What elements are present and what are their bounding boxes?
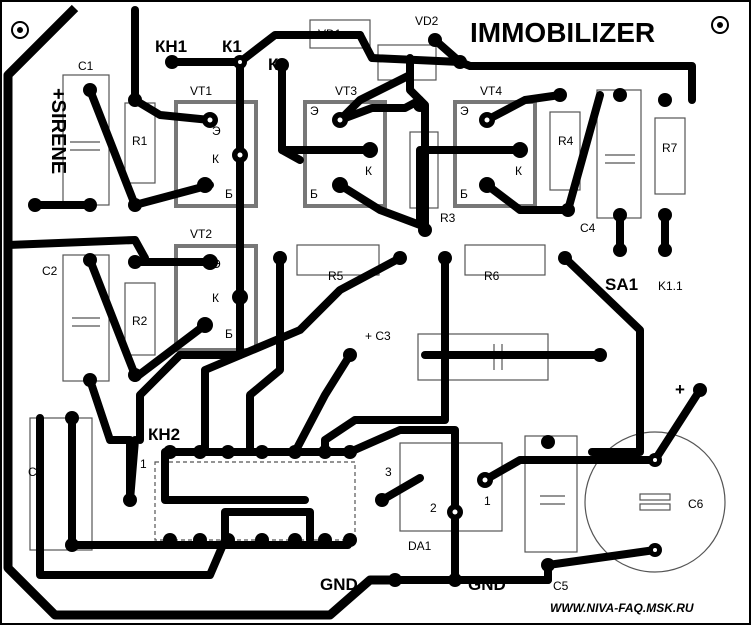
r5-label: R5: [328, 269, 344, 283]
vt4-pin-e: Э: [460, 104, 469, 118]
r3-label: R3: [440, 211, 456, 225]
kh2-label: КН2: [148, 425, 180, 444]
da1-pin3-label: 3: [385, 465, 392, 479]
transistor-packages: [174, 100, 537, 352]
k1-top-label: К1: [222, 37, 242, 56]
vt1-label: VT1: [190, 84, 212, 98]
r1-label: R1: [132, 134, 148, 148]
plus-c3-label: + C3: [365, 329, 391, 343]
vd2-label: VD2: [415, 14, 439, 28]
vt2-pin-e: Э: [212, 257, 221, 271]
vt2-pin-b: Б: [225, 327, 233, 341]
c6-label: C6: [688, 497, 704, 511]
da1-pin1-label: 1: [484, 494, 491, 508]
sa1-label: SA1: [605, 275, 638, 294]
r7-label: R7: [662, 141, 678, 155]
c2-label: C2: [42, 264, 58, 278]
gnd-left-label: GND: [320, 575, 358, 594]
vd1-label: VD1: [318, 27, 342, 41]
k1-mid-label: К1: [268, 55, 288, 74]
c4-label: C4: [580, 221, 596, 235]
r4-label: R4: [558, 134, 574, 148]
c1-label: C1: [78, 59, 94, 73]
pad-holes: [207, 60, 657, 552]
copper-traces: [4, 6, 704, 584]
vt1-pin-e: Э: [212, 124, 221, 138]
plus-c6-label: +: [675, 380, 685, 399]
vt3-pin-k: К: [365, 164, 372, 178]
gnd-right-label: GND: [468, 575, 506, 594]
website-label: WWW.NIVA-FAQ.MSK.RU: [550, 601, 694, 615]
vt2-pin-k: К: [212, 291, 219, 305]
k11-label: K1.1: [658, 279, 683, 293]
ic-pin1-label: 1: [140, 457, 147, 471]
vt4-label: VT4: [480, 84, 502, 98]
da1-pin2-label: 2: [430, 501, 437, 515]
kh1-label: КН1: [155, 37, 187, 56]
vt3-label: VT3: [335, 84, 357, 98]
r6-label: R6: [484, 269, 500, 283]
da1-label: DA1: [408, 539, 432, 553]
mounting-holes: [11, 16, 729, 39]
board-title: IMMOBILIZER: [470, 17, 655, 48]
vt4-pin-k: К: [515, 164, 522, 178]
pads: [28, 33, 707, 587]
vt4-pin-b: Б: [460, 187, 468, 201]
vt1-pin-k: К: [212, 152, 219, 166]
vt3-pin-b: Б: [310, 187, 318, 201]
r2-label: R2: [132, 314, 148, 328]
text-labels: IMMOBILIZER WWW.NIVA-FAQ.MSK.RU +SIRENE …: [28, 14, 704, 615]
c7-label: C7: [28, 465, 44, 479]
vt2-label: VT2: [190, 227, 212, 241]
board-outline: [3, 4, 395, 620]
vt3-pin-e: Э: [310, 104, 319, 118]
vt1-pin-b: Б: [225, 187, 233, 201]
sirene-label: +SIRENE: [47, 88, 69, 174]
c5-label: C5: [553, 579, 569, 593]
